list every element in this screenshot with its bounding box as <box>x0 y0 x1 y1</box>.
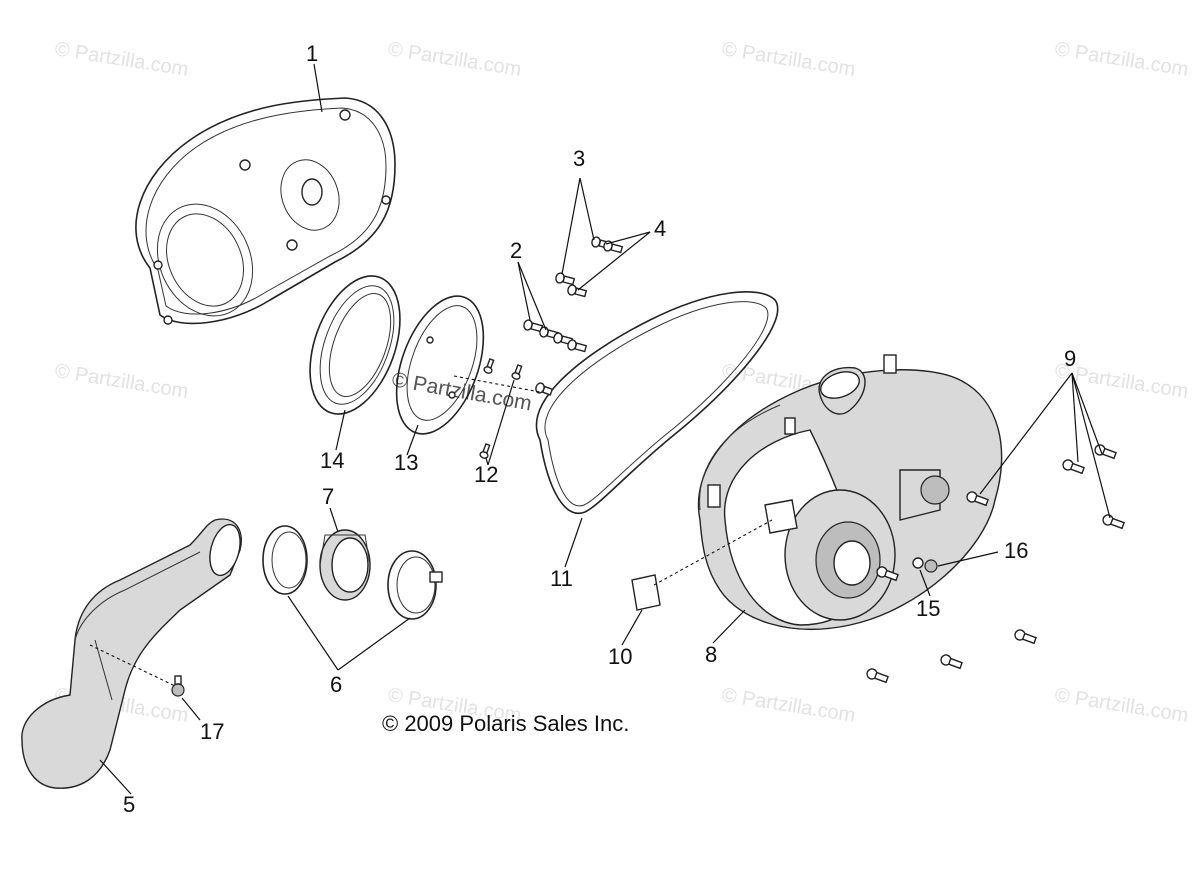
drive-belt-part <box>535 291 779 515</box>
callout-11: 11 <box>550 566 573 591</box>
callout-5: 5 <box>123 792 136 817</box>
leader-lines <box>89 63 1111 795</box>
air-duct-part <box>21 518 242 789</box>
outer-clutch-cover-part <box>697 354 1003 630</box>
callout-7: 7 <box>322 484 335 509</box>
plate-part <box>395 295 485 435</box>
copyright-notice: © 2009 Polaris Sales Inc. <box>382 711 630 736</box>
callout-10: 10 <box>608 644 633 669</box>
callout-1: 1 <box>306 41 319 66</box>
coupler-part <box>319 529 371 601</box>
callout-8: 8 <box>705 642 718 667</box>
seal-part <box>309 275 401 415</box>
label-part <box>631 499 798 611</box>
callout-6: 6 <box>330 672 343 697</box>
callout-14: 14 <box>320 448 345 473</box>
hose-clamp-part <box>262 525 443 620</box>
callout-9: 9 <box>1064 346 1077 371</box>
callout-4: 4 <box>654 216 667 241</box>
callout-16: 16 <box>1004 538 1029 563</box>
callout-17: 17 <box>200 719 225 744</box>
callout-2: 2 <box>510 238 523 263</box>
callout-15: 15 <box>916 596 941 621</box>
inner-clutch-cover-part <box>135 97 396 325</box>
callout-3: 3 <box>573 146 586 171</box>
callout-12: 12 <box>474 462 499 487</box>
callout-13: 13 <box>394 450 419 475</box>
